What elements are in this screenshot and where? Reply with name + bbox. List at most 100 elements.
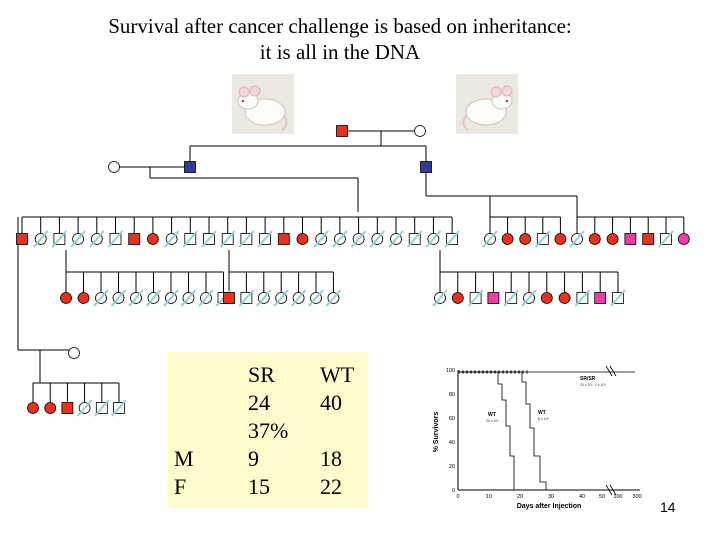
stats-table: SR WT 24 40 37% M 9 18 F 15 22	[168, 352, 368, 508]
deceased-strike	[145, 289, 162, 307]
g4d-1	[44, 402, 57, 414]
g4c-1	[451, 292, 464, 304]
deceased-strike	[89, 230, 105, 248]
deceased-strike	[238, 289, 255, 307]
x-tick-300: 300	[632, 494, 641, 500]
deceased-strike	[535, 230, 551, 248]
deceased-strike	[238, 230, 255, 248]
deceased-strike	[182, 230, 199, 248]
annotation-sr: SR/SR	[580, 376, 596, 382]
deceased-strike	[350, 230, 367, 248]
g4d-2	[61, 402, 74, 414]
break-mark-top	[605, 365, 617, 377]
stats-f-wt: 22	[320, 474, 342, 499]
deceased-strike	[610, 289, 626, 307]
x-tick-50: 50	[599, 494, 605, 500]
x-tick-20: 20	[517, 494, 523, 500]
x-axis-label: Days after Injection	[517, 503, 582, 510]
deceased-strike	[369, 230, 386, 248]
deceased-strike	[482, 230, 498, 248]
break-mark-bottom	[605, 484, 617, 496]
deceased-strike	[388, 230, 404, 248]
deceased-strike	[110, 289, 127, 307]
deceased-strike	[432, 289, 448, 307]
g3r1-4	[554, 233, 567, 245]
svg-text:20 x 10⁶: 20 x 10⁶	[486, 419, 499, 423]
g4c-3	[487, 292, 500, 304]
y-tick-80: 80	[449, 392, 455, 398]
deceased-strike	[256, 289, 272, 307]
deceased-strike	[180, 289, 197, 307]
stats-label-f: F	[174, 474, 187, 499]
stats-total-sr: 24	[248, 390, 270, 415]
g3r2-3	[624, 233, 637, 245]
deceased-strike	[163, 289, 179, 307]
title-line-1: Survival after cancer challenge is based…	[108, 14, 572, 38]
deceased-strike	[290, 289, 307, 307]
deceased-strike	[51, 230, 68, 248]
deceased-strike	[107, 230, 124, 248]
founder-female	[414, 125, 426, 137]
stats-label-m: M	[174, 446, 194, 471]
g3-6	[128, 233, 141, 245]
stats-m-wt: 18	[320, 446, 342, 471]
mouse-photo-left	[232, 74, 294, 134]
g3-left-spouse	[68, 347, 80, 359]
deceased-strike	[444, 230, 460, 248]
g4c-6	[540, 292, 553, 304]
g4c-9	[594, 292, 607, 304]
x-tick-10: 10	[486, 494, 492, 500]
deceased-strike	[70, 230, 86, 248]
g4b-0	[223, 292, 235, 304]
y-axis-label: % Survivors	[433, 412, 440, 453]
deceased-strike	[257, 230, 273, 248]
y-tick-40: 40	[449, 440, 455, 446]
g3r2-4	[642, 233, 655, 245]
stats-total-wt: 40	[320, 390, 342, 415]
y-tick-20: 20	[449, 464, 455, 470]
y-tick-0: 0	[452, 488, 455, 494]
x-tick-30: 30	[548, 494, 554, 500]
g4c-7	[558, 292, 571, 304]
annotation-wt-1: WT	[488, 412, 496, 418]
g3r1-1	[501, 233, 514, 245]
stats-m-sr: 9	[248, 446, 259, 471]
g4a-0	[60, 292, 72, 304]
g3r1-2	[519, 233, 532, 245]
deceased-strike	[569, 230, 585, 248]
x-tick-40: 40	[579, 494, 585, 500]
deceased-strike	[111, 399, 127, 417]
svg-text:8 x 10⁶: 8 x 10⁶	[538, 417, 550, 421]
y-tick-100: 100	[446, 368, 455, 374]
deceased-strike	[503, 289, 519, 307]
deceased-strike	[201, 230, 217, 248]
deceased-strike	[406, 230, 423, 248]
g3r2-1	[588, 233, 601, 245]
stats-percent-sr: 37%	[248, 418, 289, 443]
page-number: 14	[660, 499, 676, 515]
svg-text:20 x 10⁶, 2 x 10⁶: 20 x 10⁶, 2 x 10⁶	[580, 383, 606, 387]
g2-male-left	[184, 161, 196, 173]
deceased-strike	[219, 230, 236, 248]
deceased-strike	[94, 399, 110, 417]
g3-7	[146, 233, 159, 245]
stats-f-sr: 15	[248, 474, 270, 499]
deceased-strike	[658, 230, 674, 248]
deceased-strike	[273, 289, 289, 307]
g2-female-left	[108, 161, 120, 173]
g3r2-2	[606, 233, 619, 245]
stats-header-sr: SR	[248, 362, 275, 387]
founder-male-affected	[336, 125, 348, 137]
deceased-strike	[308, 289, 324, 307]
x-tick-0: 0	[456, 494, 459, 500]
deceased-strike	[313, 230, 329, 248]
stats-header-wt: WT	[320, 362, 355, 387]
deceased-strike	[325, 289, 342, 307]
annotation-wt-2: WT	[538, 410, 546, 416]
g3-0	[16, 233, 28, 245]
deceased-strike	[163, 230, 180, 248]
g2-male-right	[420, 161, 432, 173]
curve-wt-2	[458, 371, 590, 491]
g4d-0	[27, 402, 39, 414]
